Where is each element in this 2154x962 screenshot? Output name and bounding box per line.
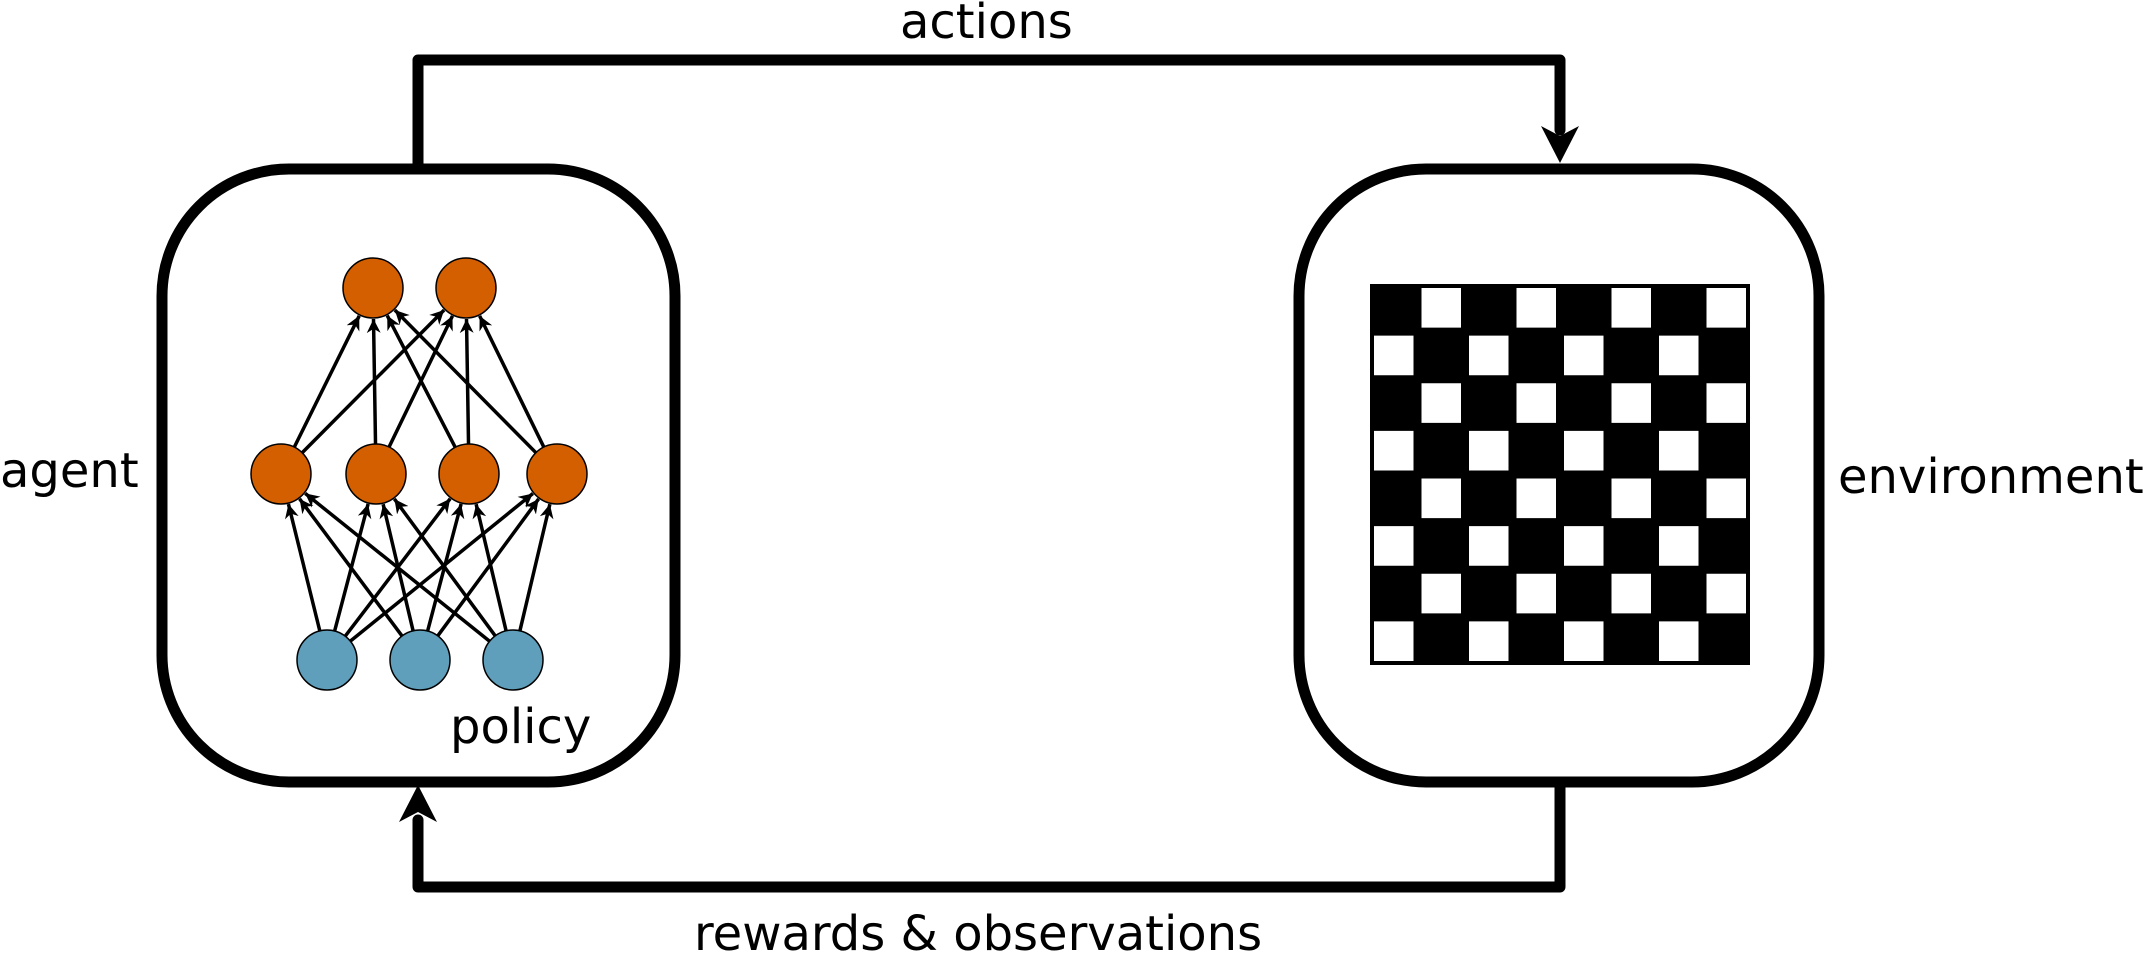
hidden-output-edge bbox=[393, 308, 538, 454]
board-white-square bbox=[1374, 335, 1414, 376]
board-white-square bbox=[1374, 526, 1414, 566]
hidden-output-edge bbox=[478, 315, 546, 448]
board-white-square bbox=[1706, 573, 1746, 614]
board-white-square bbox=[1516, 573, 1556, 614]
board-white-square bbox=[1564, 526, 1604, 566]
board-white-square bbox=[1564, 430, 1604, 471]
input-hidden-edge bbox=[304, 492, 491, 643]
board-white-square bbox=[1469, 526, 1509, 566]
agent-label: agent bbox=[0, 443, 139, 499]
input-hidden-edge bbox=[285, 503, 322, 632]
board-white-square bbox=[1611, 478, 1651, 519]
output-node bbox=[435, 257, 497, 319]
hidden-node bbox=[345, 443, 407, 505]
input-hidden-edge bbox=[472, 503, 508, 632]
board-white-square bbox=[1374, 621, 1414, 661]
hidden-output-edge bbox=[292, 315, 361, 448]
hidden-node bbox=[526, 443, 588, 505]
board-white-square bbox=[1564, 335, 1604, 376]
checkerboard bbox=[1370, 284, 1750, 665]
board-white-square bbox=[1611, 573, 1651, 614]
policy-label: policy bbox=[450, 699, 592, 755]
board-white-square bbox=[1611, 383, 1651, 423]
network-edges bbox=[285, 308, 554, 643]
board-white-square bbox=[1706, 383, 1746, 423]
board-white-square bbox=[1659, 430, 1699, 471]
actions-label: actions bbox=[900, 0, 1073, 50]
board-white-square bbox=[1706, 288, 1746, 328]
input-hidden-edge bbox=[298, 497, 404, 638]
input-node bbox=[482, 629, 544, 691]
actions-arrowhead bbox=[1541, 126, 1579, 163]
hidden-node bbox=[438, 443, 500, 505]
board-white-square bbox=[1421, 478, 1461, 519]
board-white-square bbox=[1611, 288, 1651, 328]
actions-arrow-line bbox=[412, 54, 1566, 170]
hidden-output-edge bbox=[385, 314, 457, 449]
input-hidden-edge bbox=[518, 503, 554, 632]
board-white-square bbox=[1516, 478, 1556, 519]
board-white-square bbox=[1516, 383, 1556, 423]
input-hidden-edge bbox=[392, 497, 497, 637]
board-white-square bbox=[1659, 526, 1699, 566]
rewards-arrowhead bbox=[399, 785, 437, 822]
board-white-square bbox=[1421, 288, 1461, 328]
board-white-square bbox=[1564, 621, 1604, 661]
board-white-square bbox=[1659, 621, 1699, 661]
output-node bbox=[342, 257, 404, 319]
network-nodes bbox=[250, 257, 588, 691]
rewards-arrow-line bbox=[412, 781, 1566, 893]
board-white-square bbox=[1469, 430, 1509, 471]
input-node bbox=[296, 629, 358, 691]
hidden-node bbox=[250, 443, 312, 505]
hidden-output-edge bbox=[366, 318, 381, 445]
board-white-square bbox=[1421, 573, 1461, 614]
rewards-observations-label: rewards & observations bbox=[694, 906, 1263, 962]
board-white-square bbox=[1469, 335, 1509, 376]
board-white-square bbox=[1659, 335, 1699, 376]
board-white-square bbox=[1706, 478, 1746, 519]
input-hidden-edge bbox=[349, 492, 534, 643]
board-white-square bbox=[1469, 621, 1509, 661]
board-white-square bbox=[1516, 288, 1556, 328]
board-white-square bbox=[1421, 383, 1461, 423]
input-node bbox=[389, 629, 451, 691]
environment-label: environment bbox=[1838, 449, 2144, 505]
board-white-square bbox=[1374, 430, 1414, 471]
